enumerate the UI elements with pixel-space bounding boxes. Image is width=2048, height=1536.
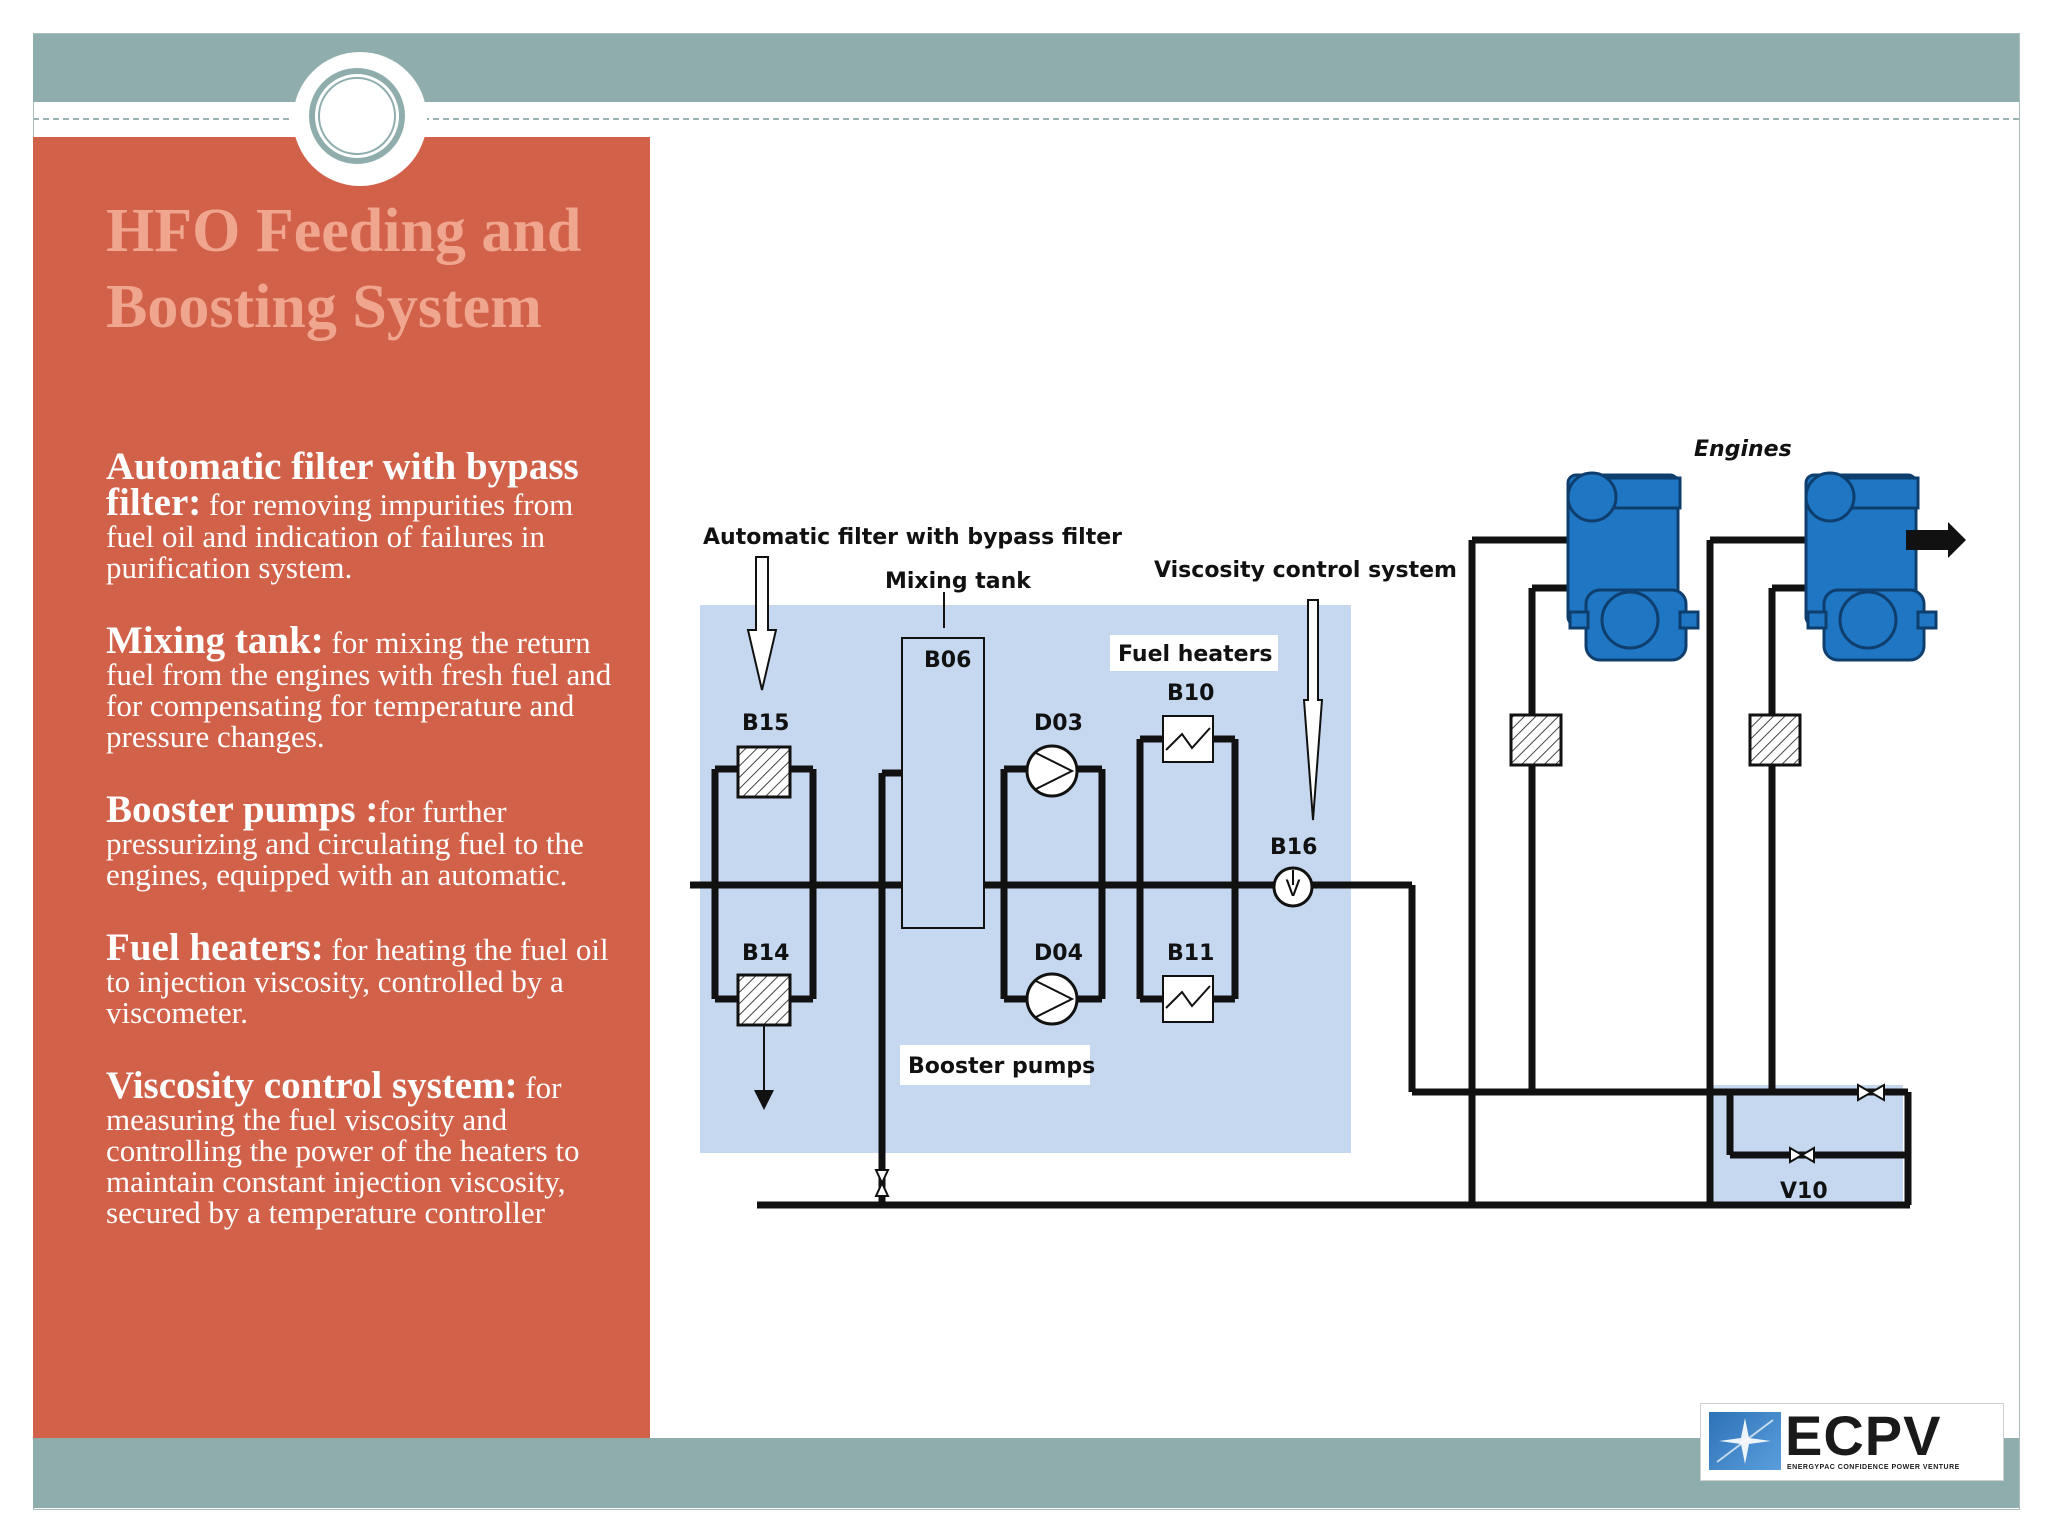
list-item: Mixing tank: for mixing the return fuel … [106, 621, 626, 754]
tag-b06: B06 [924, 648, 971, 673]
pipework [690, 536, 1912, 1209]
engine-2 [1804, 471, 1938, 662]
list-item: Viscosity control system: for measuring … [106, 1066, 626, 1230]
tag-b15: B15 [742, 711, 789, 736]
slide-title: HFO Feeding and Boosting System [106, 197, 582, 341]
list-item: Booster pumps :for further pressurizing … [106, 790, 626, 892]
ornament-inner-ring [318, 77, 396, 155]
engine-exhaust-arrow [1906, 522, 1966, 558]
tag-v10: V10 [1780, 1179, 1828, 1204]
viscosity-label: Viscosity control system [1154, 558, 1457, 583]
fuel-system-diagram: V Automatic filter with bypass filter Mi… [690, 437, 1966, 1209]
ecpv-logo: ECPV ENERGYPAC CONFIDENCE POWER VENTURE [1700, 1403, 2004, 1481]
item-heading: Automatic filter with bypass filter: [106, 445, 579, 524]
v10-panel [1712, 1085, 1903, 1205]
item-text: for measuring the fuel viscosity and con… [106, 1070, 580, 1230]
tag-d04: D04 [1034, 941, 1083, 966]
bottom-band [33, 1438, 2019, 1508]
tag-b10: B10 [1167, 681, 1214, 706]
component-list: Automatic filter with bypass filter: for… [106, 447, 626, 1268]
item-heading: Fuel heaters: [106, 926, 324, 969]
dashed-divider [33, 118, 2019, 120]
left-text-panel [33, 137, 650, 1438]
d04-pump [1025, 972, 1079, 1026]
b10-heater [1162, 715, 1214, 763]
b11-heater [1162, 975, 1214, 1023]
logo-star-icon [1709, 1412, 1781, 1470]
viscosity-pointer-arrow [1302, 599, 1324, 821]
b15-filter [736, 745, 792, 799]
fuel-heaters-label: Fuel heaters [1118, 642, 1273, 667]
item-text: for further pressurizing and circulating… [106, 794, 584, 892]
v10-valve [1789, 1146, 1815, 1164]
mixing-tank-label: Mixing tank [885, 569, 1032, 594]
item-heading: Booster pumps : [106, 788, 379, 831]
engine2-filter [1748, 713, 1802, 767]
item-heading: Viscosity control system: [106, 1064, 518, 1107]
tag-b11: B11 [1167, 941, 1214, 966]
viscometer-symbol: V [1285, 877, 1300, 902]
item-text: for mixing the return fuel from the engi… [106, 625, 612, 754]
booster-pumps-label: Booster pumps [908, 1054, 1095, 1079]
return-valve [874, 1169, 890, 1197]
item-heading: Mixing tank: [106, 619, 324, 662]
logo-tagline: ENERGYPAC CONFIDENCE POWER VENTURE [1787, 1464, 1960, 1471]
list-item: Automatic filter with bypass filter: for… [106, 447, 626, 585]
engine1-filter [1509, 713, 1563, 767]
engines-label: Engines [1694, 437, 1792, 462]
bypass-valve [1857, 1083, 1885, 1102]
tag-b14: B14 [742, 941, 789, 966]
d03-pump [1025, 744, 1079, 798]
b14-filter [736, 973, 792, 1027]
logo-wordmark: ECPV [1785, 1404, 1942, 1467]
item-text: for heating the fuel oil to injection vi… [106, 932, 609, 1030]
tag-d03: D03 [1034, 711, 1083, 736]
list-item: Fuel heaters: for heating the fuel oil t… [106, 928, 626, 1030]
b06-mixing-tank [901, 637, 985, 929]
engine-1 [1566, 471, 1700, 662]
filter-pointer-arrow [746, 556, 778, 691]
tag-b16: B16 [1270, 835, 1317, 860]
item-text: for removing impurities from fuel oil an… [106, 487, 574, 585]
auto-filter-label: Automatic filter with bypass filter [703, 525, 1122, 550]
b16-viscometer [1272, 866, 1314, 908]
